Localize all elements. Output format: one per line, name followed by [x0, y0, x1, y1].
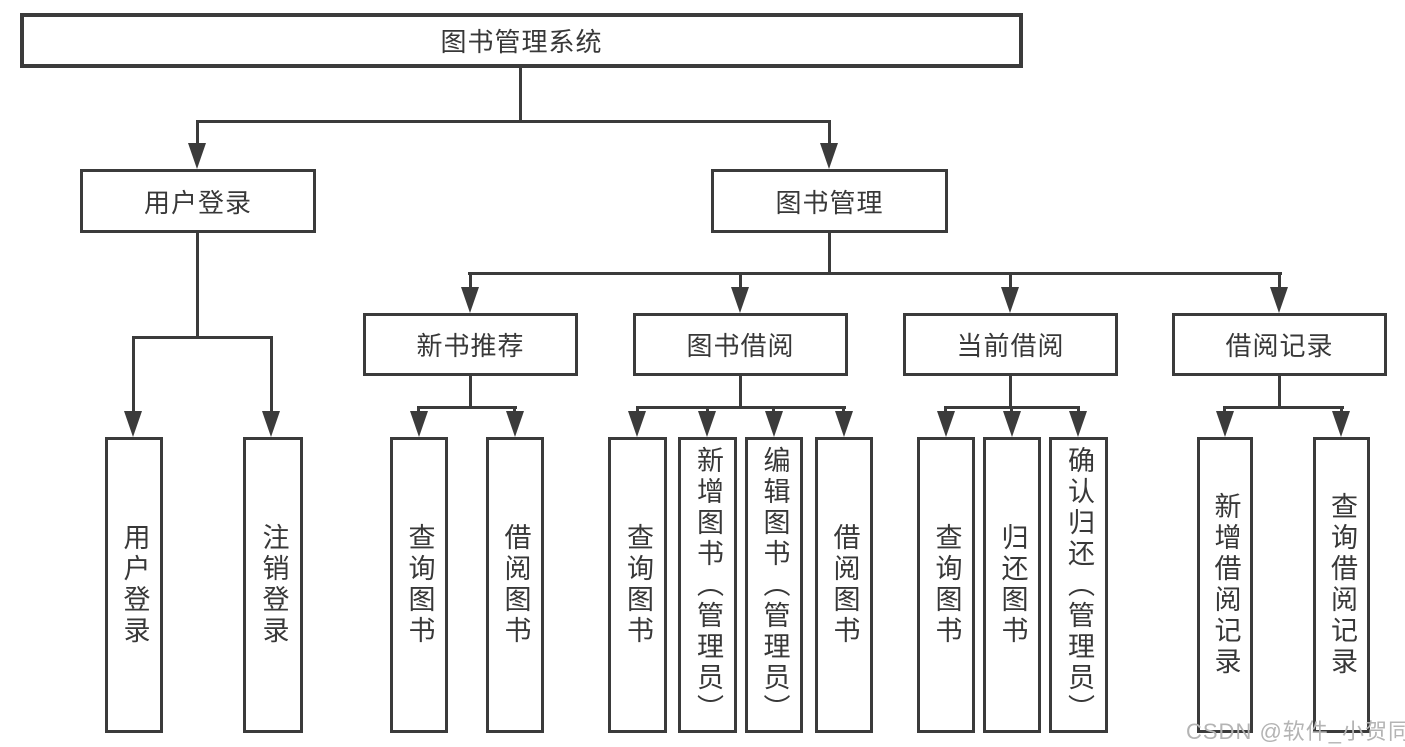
watermark: CSDN @软件_小贺同学	[1186, 719, 1405, 744]
connector-line	[706, 406, 709, 415]
leaf-add-book-admin: 新增图书（管理员）	[678, 437, 737, 733]
leaf-add-borrow-record: 新增借阅记录	[1197, 437, 1253, 733]
leaf-label: 借阅图书	[829, 523, 860, 647]
connector-line	[1010, 406, 1013, 415]
node-label: 新书推荐	[416, 331, 525, 361]
connector-line	[513, 406, 516, 415]
leaf-label: 查询借阅记录	[1327, 492, 1357, 678]
connector-line	[739, 376, 742, 408]
arrowhead	[937, 411, 955, 437]
connector-line	[132, 336, 273, 339]
connector-line	[1009, 376, 1012, 408]
leaf-query-books-3: 查询图书	[917, 437, 975, 733]
arrowhead	[506, 411, 524, 437]
arrowhead	[628, 411, 646, 437]
connector-line	[469, 376, 472, 408]
connector-line	[636, 406, 846, 409]
leaf-edit-book-admin: 编辑图书（管理员）	[745, 437, 803, 733]
node-label: 借阅记录	[1225, 331, 1334, 361]
leaf-label: 编辑图书（管理员）	[759, 445, 790, 725]
connector-line	[196, 120, 831, 123]
arrowhead	[1270, 287, 1288, 313]
arrowhead	[1069, 411, 1087, 437]
leaf-query-books: 查询图书	[390, 437, 448, 733]
leaf-query-borrow-record: 查询借阅记录	[1313, 437, 1370, 733]
connector-line	[739, 272, 742, 289]
arrowhead	[731, 287, 749, 313]
connector-line	[1223, 406, 1344, 409]
connector-line	[417, 406, 517, 409]
node-user-login: 用户登录	[80, 169, 316, 233]
arrowhead	[698, 411, 716, 437]
arrowhead	[1216, 411, 1234, 437]
connector-line	[828, 233, 831, 274]
leaf-label: 新增图书（管理员）	[693, 445, 723, 725]
connector-line	[468, 272, 1282, 275]
connector-line	[132, 336, 135, 414]
leaf-user-login: 用户登录	[105, 437, 163, 733]
connector-line	[1340, 406, 1343, 415]
connector-line	[196, 120, 199, 149]
node-label: 用户登录	[143, 187, 252, 218]
leaf-borrow-books-2: 借阅图书	[815, 437, 873, 733]
connector-line	[519, 68, 522, 122]
leaf-query-books-2: 查询图书	[608, 437, 667, 733]
connector-line	[1278, 272, 1281, 289]
connector-line	[1077, 406, 1080, 415]
leaf-label: 归还图书	[997, 523, 1028, 647]
node-label: 图书借阅	[686, 331, 795, 361]
arrowhead	[1332, 411, 1350, 437]
arrowhead	[820, 143, 838, 169]
node-library-management-system: 图书管理系统	[20, 13, 1023, 68]
connector-line	[1223, 406, 1226, 415]
leaf-logout: 注销登录	[243, 437, 303, 733]
node-book-borrowing: 图书借阅	[633, 313, 848, 376]
connector-line	[828, 120, 831, 149]
connector-line	[944, 406, 947, 415]
node-label: 当前借阅	[956, 331, 1065, 361]
leaf-label: 借阅图书	[500, 523, 531, 647]
leaf-borrow-books: 借阅图书	[486, 437, 544, 733]
leaf-label: 确认归还（管理员）	[1064, 445, 1094, 725]
node-borrowing-records: 借阅记录	[1172, 313, 1387, 376]
leaf-label: 查询图书	[404, 523, 435, 647]
arrowhead	[765, 411, 783, 437]
arrowhead	[1001, 287, 1019, 313]
arrowhead	[262, 411, 280, 437]
arrowhead	[461, 287, 479, 313]
leaf-return-books: 归还图书	[983, 437, 1041, 733]
connector-line	[772, 406, 775, 415]
connector-line	[417, 406, 420, 415]
leaf-label: 查询图书	[623, 523, 653, 647]
leaf-label: 用户登录	[119, 523, 150, 647]
leaf-label: 注销登录	[258, 523, 289, 647]
node-current-borrowing: 当前借阅	[903, 313, 1118, 376]
connector-line	[842, 406, 845, 415]
connector-line	[469, 272, 472, 289]
connector-line	[196, 233, 199, 336]
node-book-management: 图书管理	[711, 169, 948, 233]
arrowhead	[835, 411, 853, 437]
arrowhead	[124, 411, 142, 437]
node-new-book-recommendation: 新书推荐	[363, 313, 578, 376]
leaf-confirm-return-admin: 确认归还（管理员）	[1049, 437, 1108, 733]
arrowhead	[188, 143, 206, 169]
arrowhead	[1003, 411, 1021, 437]
connector-line	[1009, 272, 1012, 289]
connector-line	[270, 336, 273, 414]
connector-line	[636, 406, 639, 415]
leaf-label: 新增借阅记录	[1210, 492, 1241, 678]
connector-line	[1278, 376, 1281, 408]
arrowhead	[410, 411, 428, 437]
node-label: 图书管理系统	[440, 27, 603, 57]
node-label: 图书管理	[775, 187, 884, 218]
leaf-label: 查询图书	[931, 523, 962, 647]
